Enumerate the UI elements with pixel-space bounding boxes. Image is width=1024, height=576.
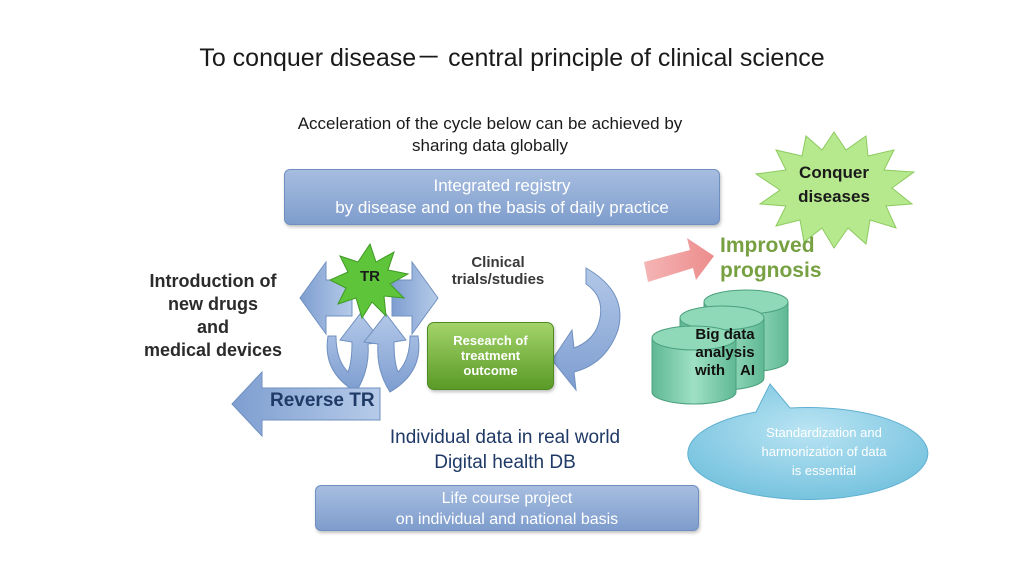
improved-prognosis-label: Improved prognosis	[720, 233, 822, 283]
real-world-data-label: Individual data in real world Digital he…	[340, 425, 670, 475]
bigdata-line-1: Big data	[695, 326, 755, 343]
callout-line-3: is essential	[791, 463, 857, 478]
conquer-starburst	[754, 131, 916, 249]
page-title: To conquer disease－ central principle of…	[199, 44, 825, 72]
right-arrow-upper	[391, 260, 439, 336]
realworld-line-1: Individual data in real world	[389, 427, 621, 448]
improved-line-2: prognosis	[720, 259, 822, 282]
lifecourse-line-2: on individual and national basis	[395, 511, 619, 528]
big-data-label: Big data analysis with AI	[680, 326, 770, 380]
intro-line-2: new drugs	[167, 294, 258, 314]
subtitle-line-2: sharing data globally	[412, 136, 568, 155]
intro-line-3: and	[196, 317, 229, 337]
realworld-line-2: Digital health DB	[434, 452, 576, 473]
introduction-label: Introduction of new drugs and medical de…	[118, 270, 308, 362]
curved-arrow-right	[363, 313, 420, 393]
clinical-line-1: Clinical	[471, 254, 525, 271]
lifecourse-line-1: Life course project	[441, 490, 573, 507]
bigdata-line-2: analysis	[695, 344, 755, 361]
callout-bubble	[687, 383, 929, 500]
intro-line-4: medical devices	[143, 340, 283, 360]
conquer-line-1: Conquer	[799, 163, 869, 182]
reverse-tr-label: Reverse TR	[270, 390, 375, 411]
research-line-3: outcome	[463, 363, 518, 378]
callout-line-1: Standardization and	[766, 425, 882, 440]
registry-line-1: Integrated registry	[433, 176, 571, 195]
reverse-tr-arrow	[231, 370, 381, 438]
curved-arrow-left	[326, 313, 383, 393]
clinical-trials-label: Clinical trials/studies	[436, 254, 560, 288]
research-line-1: Research of	[453, 333, 528, 348]
intro-line-1: Introduction of	[149, 271, 277, 291]
tr-starburst	[328, 242, 410, 320]
subtitle-line-1: Acceleration of the cycle below can be a…	[297, 114, 683, 133]
life-course-box: Life course project on individual and na…	[315, 485, 699, 531]
prognosis-arrow	[644, 238, 714, 282]
registry-line-2: by disease and on the basis of daily pra…	[335, 198, 669, 217]
research-line-2: treatment	[460, 348, 521, 363]
subtitle: Acceleration of the cycle below can be a…	[250, 113, 730, 157]
database-cylinders	[651, 289, 789, 405]
cycle-curved-arrow	[551, 267, 621, 392]
clinical-line-2: trials/studies	[451, 271, 545, 288]
conquer-diseases-label: Conquer diseases	[776, 161, 892, 209]
callout-line-2: harmonization of data	[761, 444, 887, 459]
callout-text: Standardization and harmonization of dat…	[730, 423, 918, 480]
bigdata-line-3: with AI	[695, 362, 755, 379]
research-outcome-box: Research of treatment outcome	[427, 322, 554, 390]
improved-line-1: Improved	[720, 234, 815, 257]
integrated-registry-box: Integrated registry by disease and on th…	[284, 169, 720, 225]
conquer-line-2: diseases	[798, 187, 870, 206]
tr-label: TR	[360, 268, 380, 285]
